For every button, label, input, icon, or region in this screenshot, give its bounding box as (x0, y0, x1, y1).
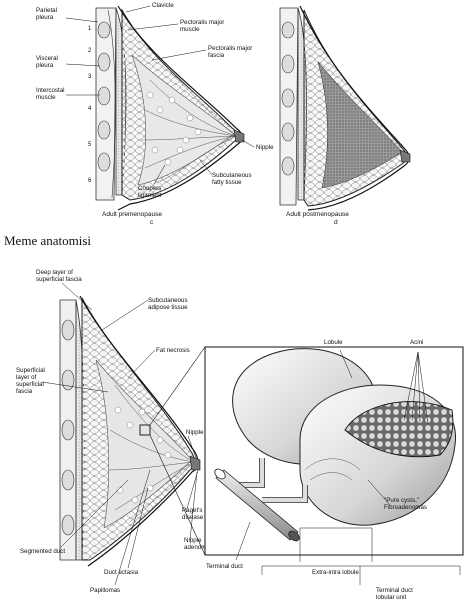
rib-numbers: 1 2 3 4 5 6 (88, 26, 92, 184)
label-acini: Acini (410, 339, 423, 346)
label-extra-intra-lobule: Extra-intra lobule (312, 569, 359, 576)
label-terminal-duct: Terminal duct (206, 563, 243, 570)
svg-text:5: 5 (88, 142, 92, 148)
figure-caption: Meme anatomisi (4, 233, 92, 248)
label-papillomas: Papillomas (90, 587, 120, 594)
caption-postmenopause: Adult postmenopause (286, 211, 349, 218)
svg-text:4: 4 (88, 106, 92, 112)
label-fat-necrosis: Fat necrosis (156, 347, 190, 354)
rib-shapes (97, 21, 111, 172)
label-nipple-top: Nipple (256, 144, 274, 151)
postmenopause-diagram (279, 5, 411, 211)
label-clavicle: Clavicle (152, 2, 174, 9)
label-segmented-duct: Segmented duct (20, 548, 65, 555)
label-nipple-bottom: Nipple (186, 429, 204, 436)
label-lobule: Lobule (324, 339, 343, 346)
premenopause-diagram (65, 5, 255, 211)
bottom-breast-diagram (41, 282, 206, 586)
tdlu-enlarged-diagram (204, 346, 464, 585)
svg-text:3: 3 (88, 74, 92, 80)
svg-text:1: 1 (88, 26, 92, 32)
caption-premenopause-letter: c (150, 219, 154, 226)
svg-text:2: 2 (88, 48, 92, 54)
label-pure-cysts: "Pure cysts,"Fibroadenomas (384, 497, 427, 511)
label-duct-ectasia: Duct ectasia (104, 569, 139, 576)
caption-premenopause: Adult premenopause (102, 211, 162, 218)
caption-postmenopause-letter: d (334, 219, 338, 226)
svg-text:6: 6 (88, 178, 92, 184)
